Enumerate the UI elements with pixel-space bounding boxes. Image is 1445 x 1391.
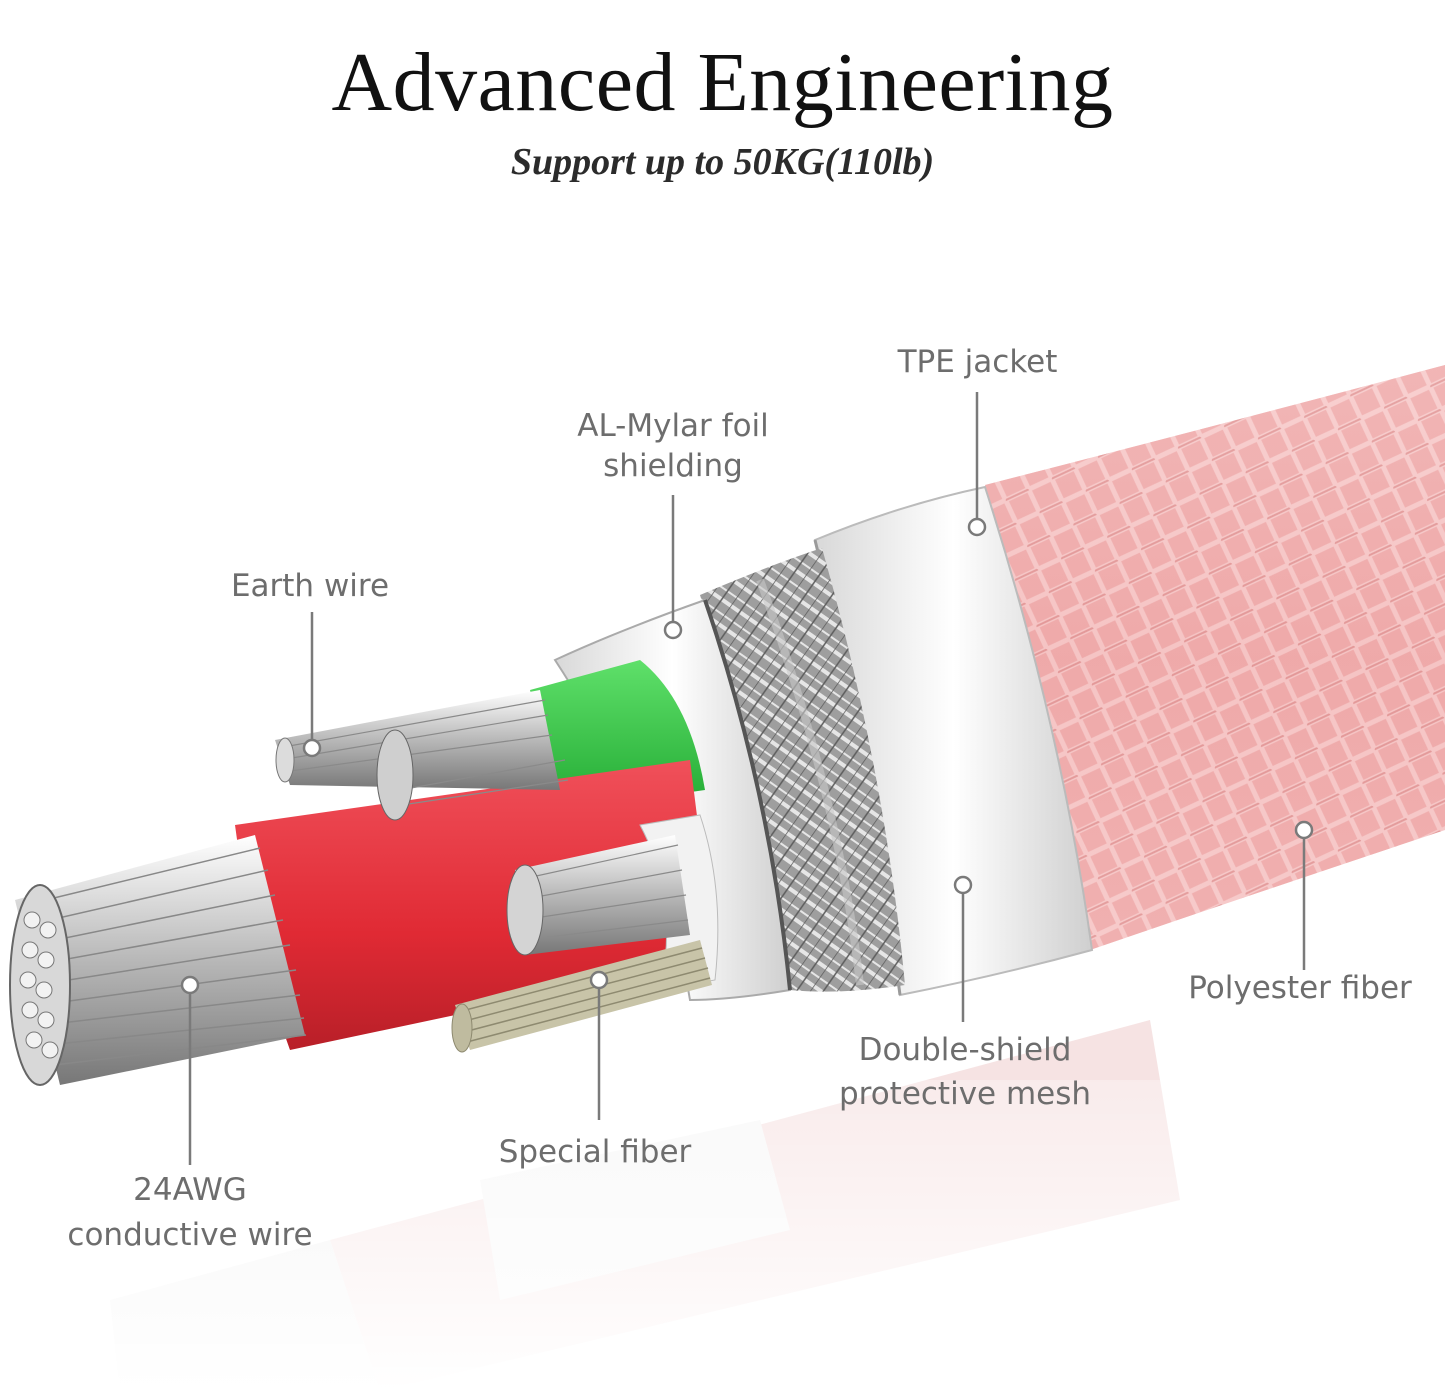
conductor-bundle [9,835,307,1086]
label-24awg-line1: 24AWG [133,1172,247,1208]
label-polyester-fiber: Polyester fiber [1188,970,1412,1006]
page-subtitle: Support up to 50KG(110lb) [510,141,935,183]
polyester-fiber-jacket [985,365,1445,950]
label-al-mylar-line1: AL-Mylar foil [577,408,769,444]
double-shield-mesh [700,548,905,992]
label-al-mylar-line2: shielding [603,448,743,484]
label-double-shield-line1: Double-shield [858,1032,1072,1068]
label-special-fiber: Special fiber [498,1134,692,1170]
label-24awg-line2: conductive wire [67,1217,313,1253]
label-earth-wire: Earth wire [230,568,390,604]
earth-wire-strands [275,690,569,821]
page-title: Advanced Engineering [331,36,1114,129]
label-double-shield-line2: protective mesh [838,1076,1092,1112]
label-tpe-jacket: TPE jacket [897,344,1058,380]
special-fiber-bundle [451,940,712,1053]
